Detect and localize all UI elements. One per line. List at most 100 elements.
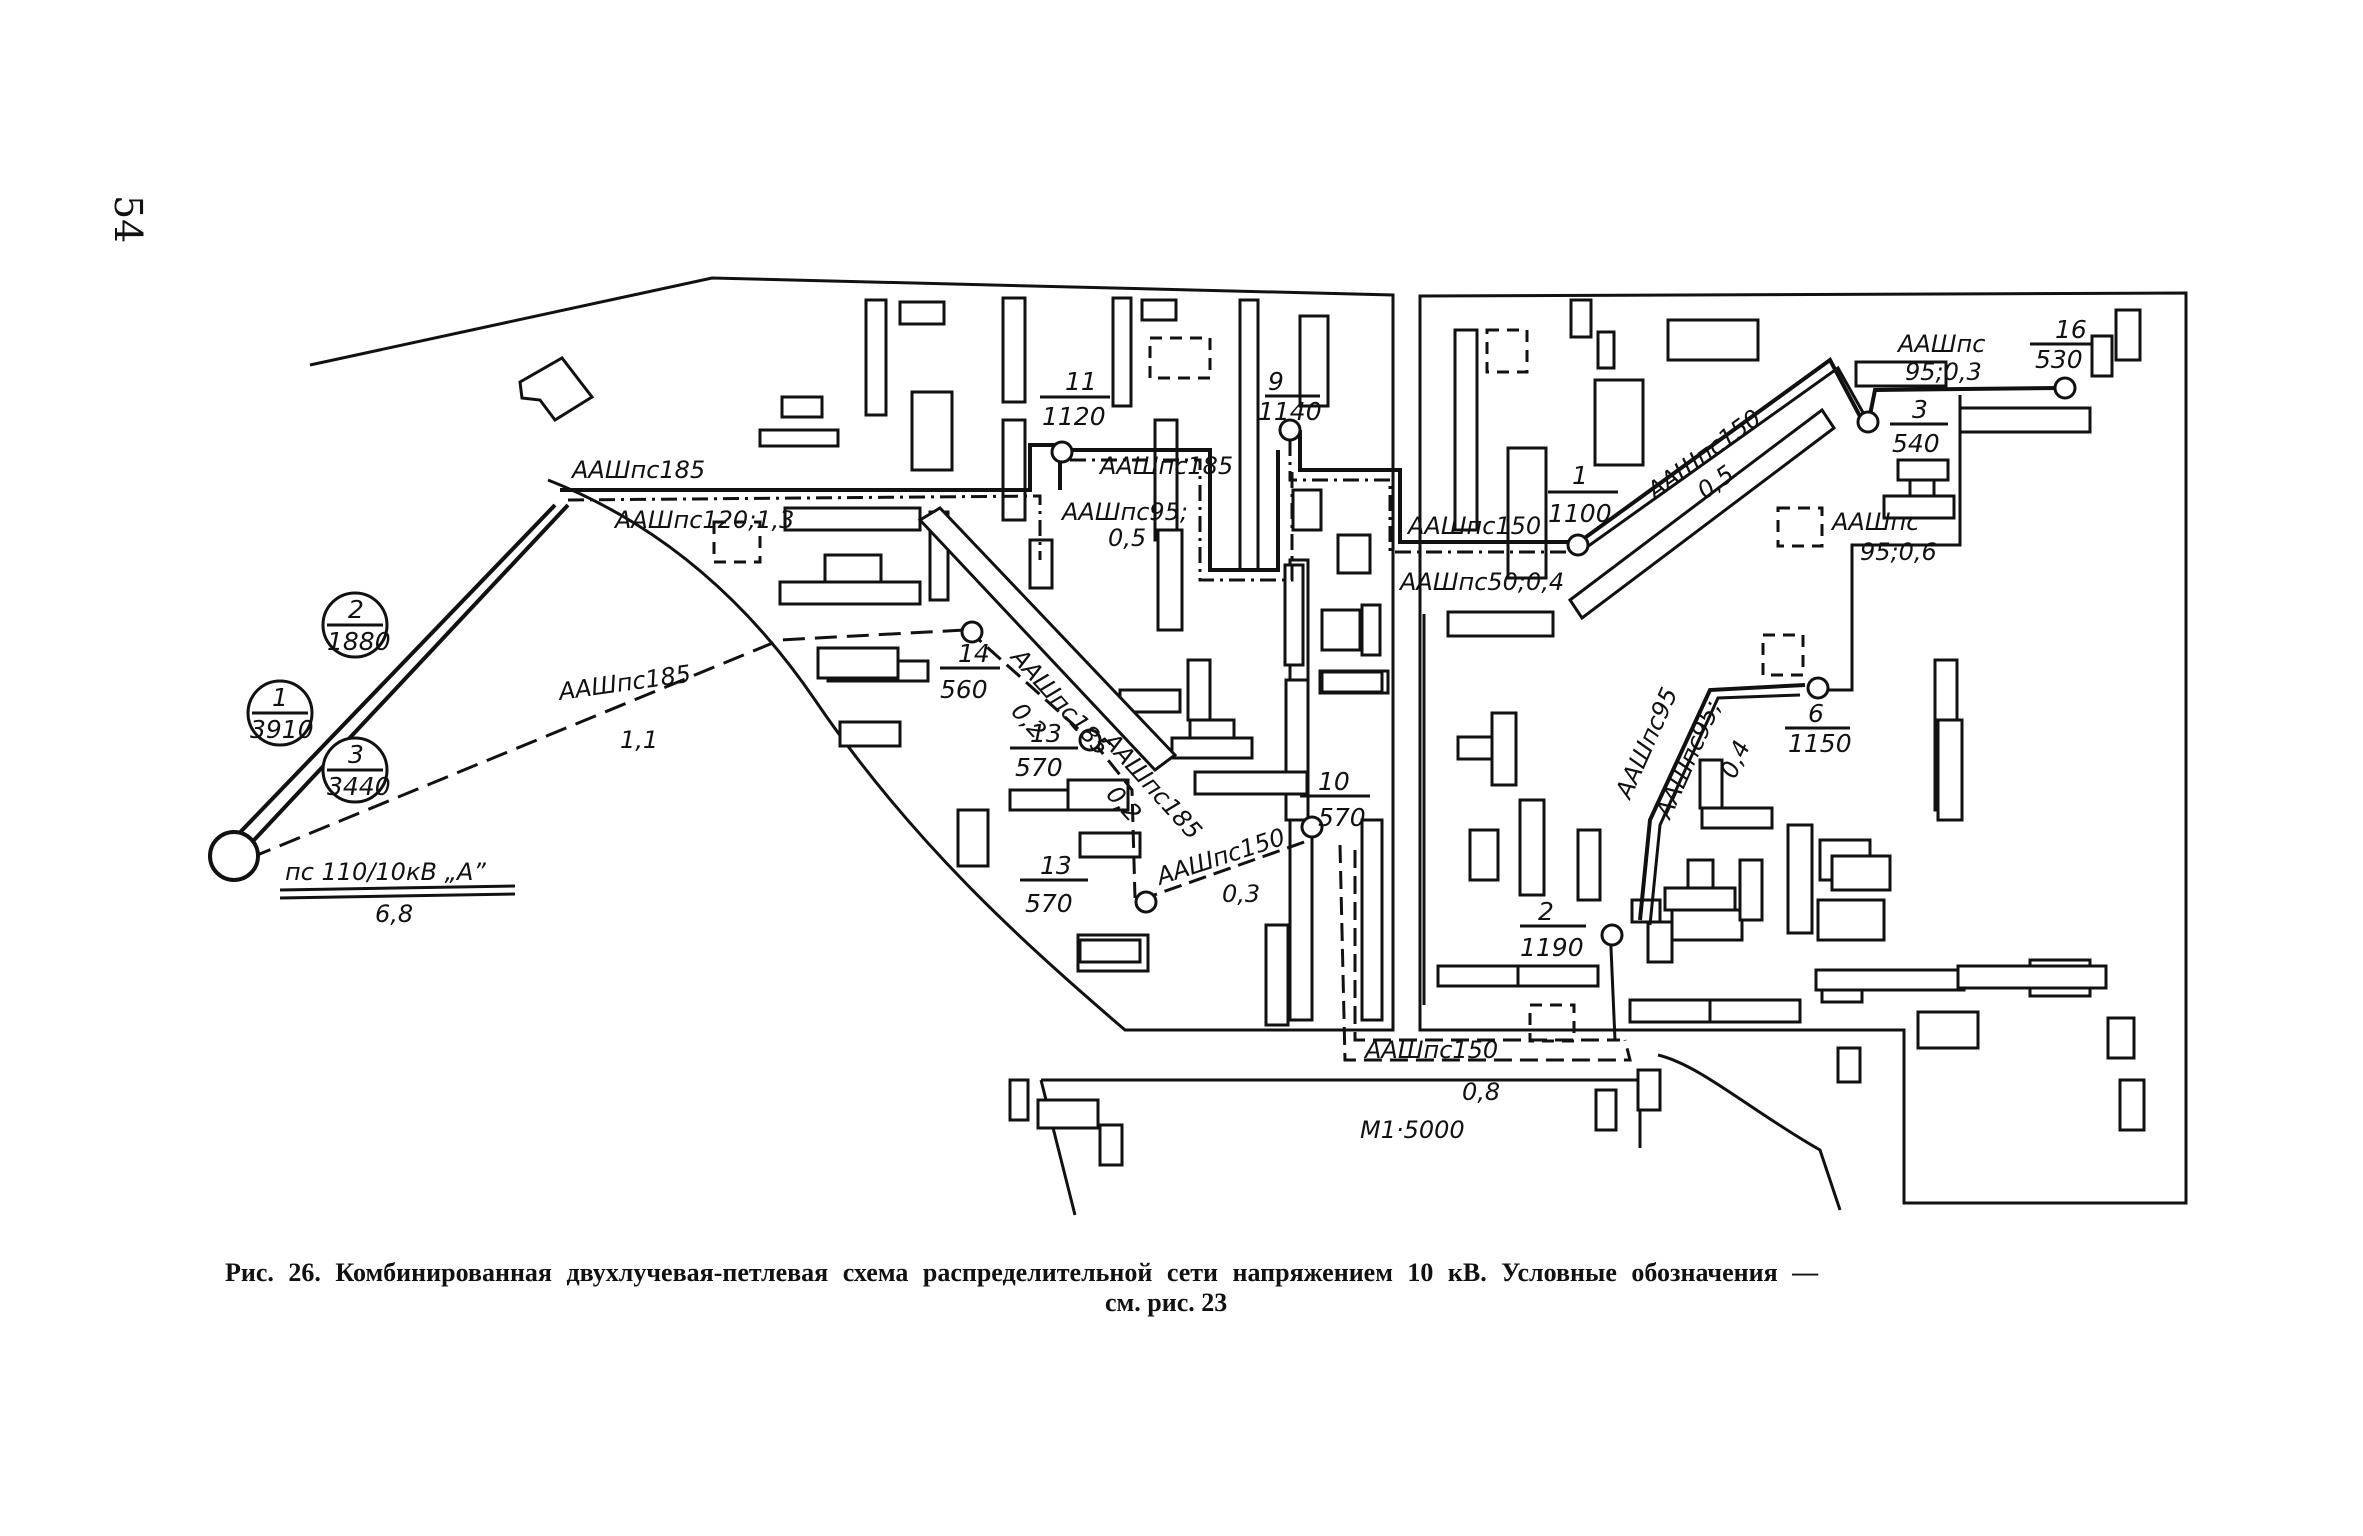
building xyxy=(910,390,954,472)
building xyxy=(1516,964,1600,988)
building xyxy=(1008,1078,1030,1122)
tp-value: 1120 xyxy=(1042,402,1106,431)
substation-node[interactable] xyxy=(208,830,260,882)
building xyxy=(1569,298,1593,339)
tp-node[interactable] xyxy=(1806,676,1830,700)
building-l xyxy=(518,356,595,422)
cable-label: ААШпс150 xyxy=(1151,823,1288,891)
tp-node[interactable] xyxy=(1134,890,1158,914)
tp-node[interactable] xyxy=(1566,533,1590,557)
tp-number: 11 xyxy=(1065,367,1097,396)
feeder-trunk-2 xyxy=(238,503,570,857)
feeder-labels: 1 3910 2 1880 3 3440 xyxy=(250,595,391,801)
building xyxy=(1238,298,1260,572)
feeder-trunk-1 xyxy=(223,503,557,850)
building xyxy=(1663,886,1737,912)
road-right-edge xyxy=(1657,1053,1842,1211)
tp-enclosure xyxy=(1485,328,1529,374)
feeder-markers xyxy=(246,591,389,804)
building xyxy=(1816,898,1886,942)
feeder-number: 3 xyxy=(348,740,364,769)
building xyxy=(1186,658,1212,722)
cable-label: 95;0,3 xyxy=(1905,358,1982,386)
building-long-diagonal-right xyxy=(1567,407,1837,621)
building xyxy=(1646,920,1674,964)
tp-number: 14 xyxy=(958,639,990,668)
cable-label: 0,5 xyxy=(1108,524,1146,552)
building xyxy=(1490,711,1518,787)
building xyxy=(1636,1068,1662,1112)
cable-label: ААШпс xyxy=(1830,508,1919,536)
feeder-value: 3440 xyxy=(327,772,391,801)
substation-underline-1 xyxy=(279,884,516,892)
cable-bottom-loop xyxy=(1338,844,1632,1062)
tp-node[interactable] xyxy=(2053,376,2077,400)
building xyxy=(1786,823,1814,935)
tp-enclosure xyxy=(1528,1003,1576,1043)
building xyxy=(1666,318,1760,362)
building xyxy=(1670,908,1744,942)
tp-node[interactable] xyxy=(1600,923,1624,947)
building xyxy=(783,506,922,532)
building xyxy=(1170,736,1254,760)
building xyxy=(1028,538,1054,590)
cable-label: ААШпс185 xyxy=(1098,452,1233,480)
substation-name: пс 110/10кВ „А” xyxy=(285,858,486,886)
cable-label: ААШпс95; xyxy=(1060,498,1188,526)
right-territory-outline xyxy=(1418,291,2188,1205)
cable-tp9-to-tp1 xyxy=(1298,430,1570,544)
tp-value: 1100 xyxy=(1548,499,1612,528)
cable-upper-dashdot xyxy=(567,494,1042,560)
building xyxy=(1360,818,1384,1022)
building xyxy=(1518,798,1546,897)
cable-label: 95;0,6 xyxy=(1860,538,1937,566)
cable-tp1-to-tp3-b xyxy=(1579,365,1872,554)
tp-node[interactable] xyxy=(1300,815,1324,839)
building xyxy=(1193,770,1309,796)
cable-bottom-loop-inner xyxy=(1353,850,1620,1042)
building xyxy=(1188,718,1236,740)
building xyxy=(2106,1016,2136,1060)
buildings xyxy=(518,296,2146,1167)
building xyxy=(758,428,840,448)
tp-value: 1150 xyxy=(1788,729,1852,758)
building xyxy=(1936,718,1964,822)
building xyxy=(1036,1098,1100,1130)
feeder-value: 3910 xyxy=(250,715,314,744)
tp-value: 540 xyxy=(1892,429,1940,458)
tp-number: 9 xyxy=(1268,367,1284,396)
cable-label: ААШпс185 xyxy=(570,456,705,484)
cable-tp3-to-tp16 xyxy=(1868,386,2061,416)
building xyxy=(1098,1123,1124,1167)
cable-tp3-to-tp6 xyxy=(1810,395,1962,692)
tp-enclosure xyxy=(1761,633,1805,677)
building xyxy=(1956,964,2108,990)
building xyxy=(2114,308,2142,362)
building xyxy=(1453,328,1479,532)
tp-node[interactable] xyxy=(1078,728,1102,752)
figure-caption: Рис. 26. Комбинированная двухлучевая-пет… xyxy=(225,1258,2205,1318)
building xyxy=(1593,378,1645,467)
cable-tp14-to-tp13 xyxy=(966,628,1087,737)
building xyxy=(864,298,888,417)
building-long-diagonal xyxy=(917,506,1178,773)
tp-node[interactable] xyxy=(1050,440,1074,464)
substation-length: 6,8 xyxy=(375,900,413,928)
cable-tp1-to-tp3 xyxy=(1573,357,1864,547)
building xyxy=(1594,1088,1618,1132)
cable-label: ААШпс xyxy=(1896,330,1985,358)
tp-node[interactable] xyxy=(1856,410,1880,434)
tp-node[interactable] xyxy=(1278,418,1302,442)
building xyxy=(1283,563,1305,667)
building xyxy=(1596,330,1616,370)
building xyxy=(898,300,946,326)
tp-node[interactable] xyxy=(960,620,984,644)
building xyxy=(1360,603,1382,657)
cable-label: ААШпс185 xyxy=(555,660,693,707)
building xyxy=(780,395,824,419)
building xyxy=(1506,446,1548,580)
building xyxy=(1436,964,1520,988)
building xyxy=(1628,998,1712,1024)
tp-value: 560 xyxy=(940,675,988,704)
